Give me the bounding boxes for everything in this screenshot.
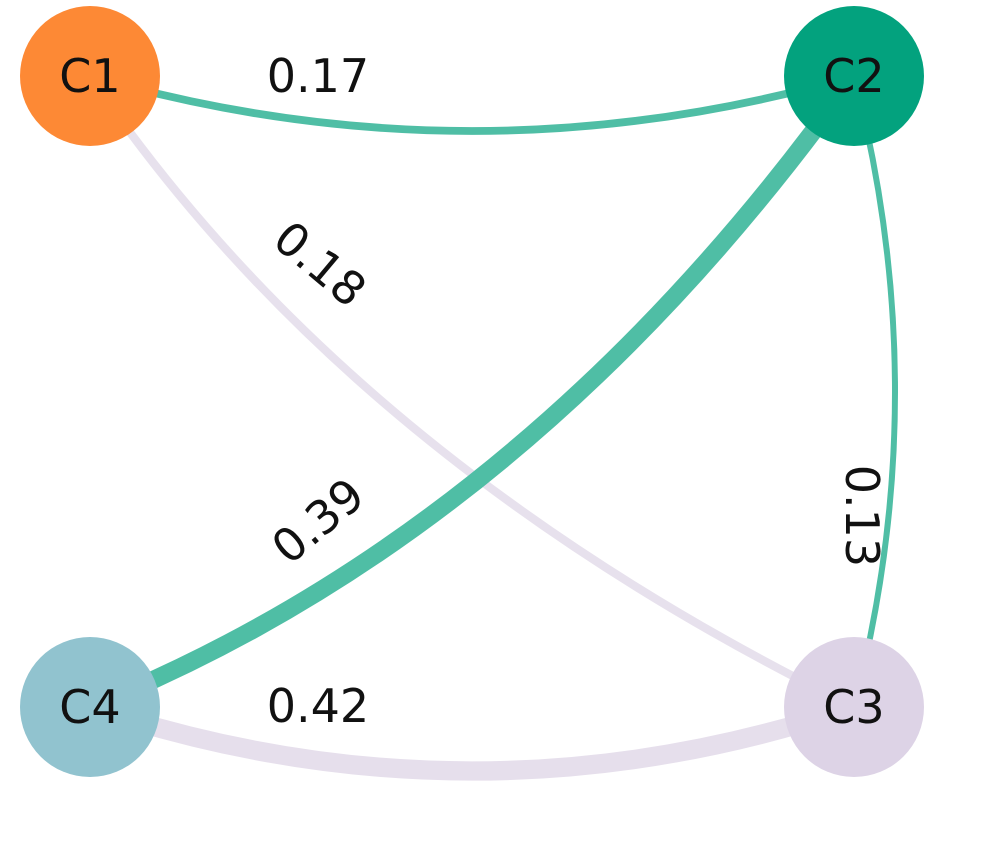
node-c2: C2 bbox=[784, 6, 924, 146]
node-circle-c4 bbox=[20, 637, 160, 777]
node-circle-c1 bbox=[20, 6, 160, 146]
edge-c2-c4 bbox=[86, 70, 862, 716]
node-label-c4: C4 bbox=[59, 680, 120, 734]
node-c4: C4 bbox=[20, 637, 160, 777]
edge-c1-c2 bbox=[88, 72, 856, 135]
node-c3: C3 bbox=[784, 637, 924, 777]
edge-c4-c3 bbox=[86, 697, 858, 781]
edge-label-c2-c3: 0.13 bbox=[835, 465, 889, 567]
node-circle-c2 bbox=[784, 6, 924, 146]
node-label-c1: C1 bbox=[59, 49, 120, 103]
edge-label-c4-c3: 0.42 bbox=[267, 679, 369, 733]
edge-layer bbox=[86, 70, 898, 781]
edge-label-c1-c2: 0.17 bbox=[267, 49, 369, 103]
edge-c2-c3 bbox=[851, 75, 898, 708]
node-label-c2: C2 bbox=[823, 49, 884, 103]
node-label-c3: C3 bbox=[823, 680, 884, 734]
edge-c1-c3 bbox=[86, 73, 856, 711]
node-circle-c3 bbox=[784, 637, 924, 777]
node-c1: C1 bbox=[20, 6, 160, 146]
